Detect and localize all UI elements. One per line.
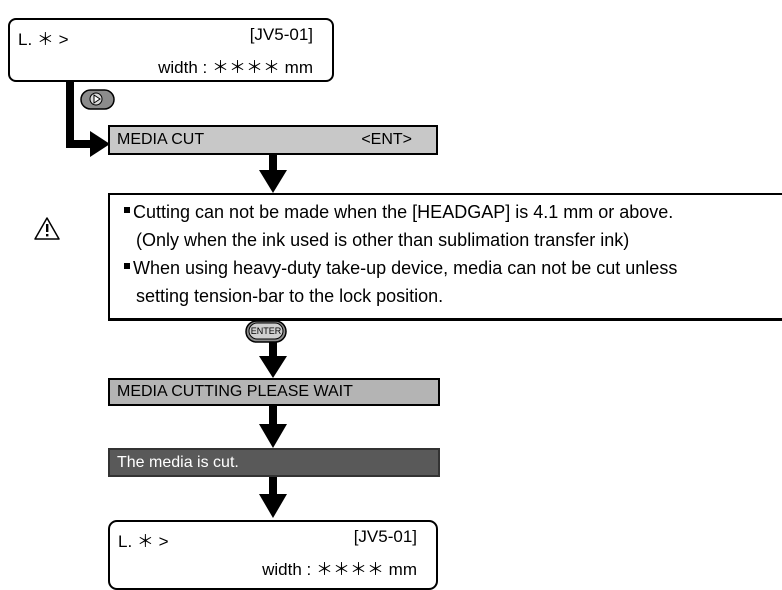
media-cutting-step: MEDIA CUTTING PLEASE WAIT [108, 378, 440, 406]
lcd-mode-text: L. ＊ > [18, 30, 69, 49]
flow-connectors [34, 82, 287, 518]
media-cut-done-step: The media is cut. [108, 448, 440, 477]
down-arrow-1 [259, 155, 287, 193]
lcd-width-text: width : ＊＊＊＊ mm [158, 58, 313, 77]
media-cut-done-label: The media is cut. [117, 453, 239, 471]
lcd-width-text: width : ＊＊＊＊ mm [262, 560, 417, 579]
down-arrow-2 [259, 338, 287, 378]
media-cut-step: MEDIA CUT <ENT> [108, 125, 438, 155]
lcd-display-final: L. ＊ > [JV5-01] width : ＊＊＊＊ mm [108, 520, 438, 590]
enter-key-label: ENTER [250, 326, 282, 336]
caution-note: Cutting can not be made when the [HEADGA… [108, 193, 782, 321]
caution-item-1-line-2: (Only when the ink used is other than su… [136, 230, 630, 250]
elbow-arrow [66, 82, 93, 148]
media-cutting-label: MEDIA CUTTING PLEASE WAIT [117, 383, 353, 400]
lcd-display-initial: L. ＊ > [JV5-01] width : ＊＊＊＊ mm [8, 18, 334, 82]
lcd-mode-text: L. ＊ > [118, 532, 169, 551]
down-arrow-3 [259, 406, 287, 448]
media-cut-key: <ENT> [361, 131, 412, 148]
enter-key-icon [245, 320, 287, 343]
right-key-icon [80, 89, 115, 110]
caution-item-2-line-1: When using heavy-duty take-up device, me… [124, 254, 782, 282]
caution-item-2-line-2: setting tension-bar to the lock position… [136, 286, 444, 306]
bullet-icon [124, 263, 130, 269]
bullet-icon [124, 207, 130, 213]
lcd-model-text: [JV5-01] [249, 25, 313, 44]
elbow-arrow-head [90, 131, 110, 157]
caution-icon [34, 217, 60, 240]
lcd-model-text: [JV5-01] [353, 527, 417, 546]
caution-item-1-line-1: Cutting can not be made when the [HEADGA… [124, 198, 782, 226]
media-cut-label: MEDIA CUT [117, 131, 205, 148]
down-arrow-4 [259, 477, 287, 518]
